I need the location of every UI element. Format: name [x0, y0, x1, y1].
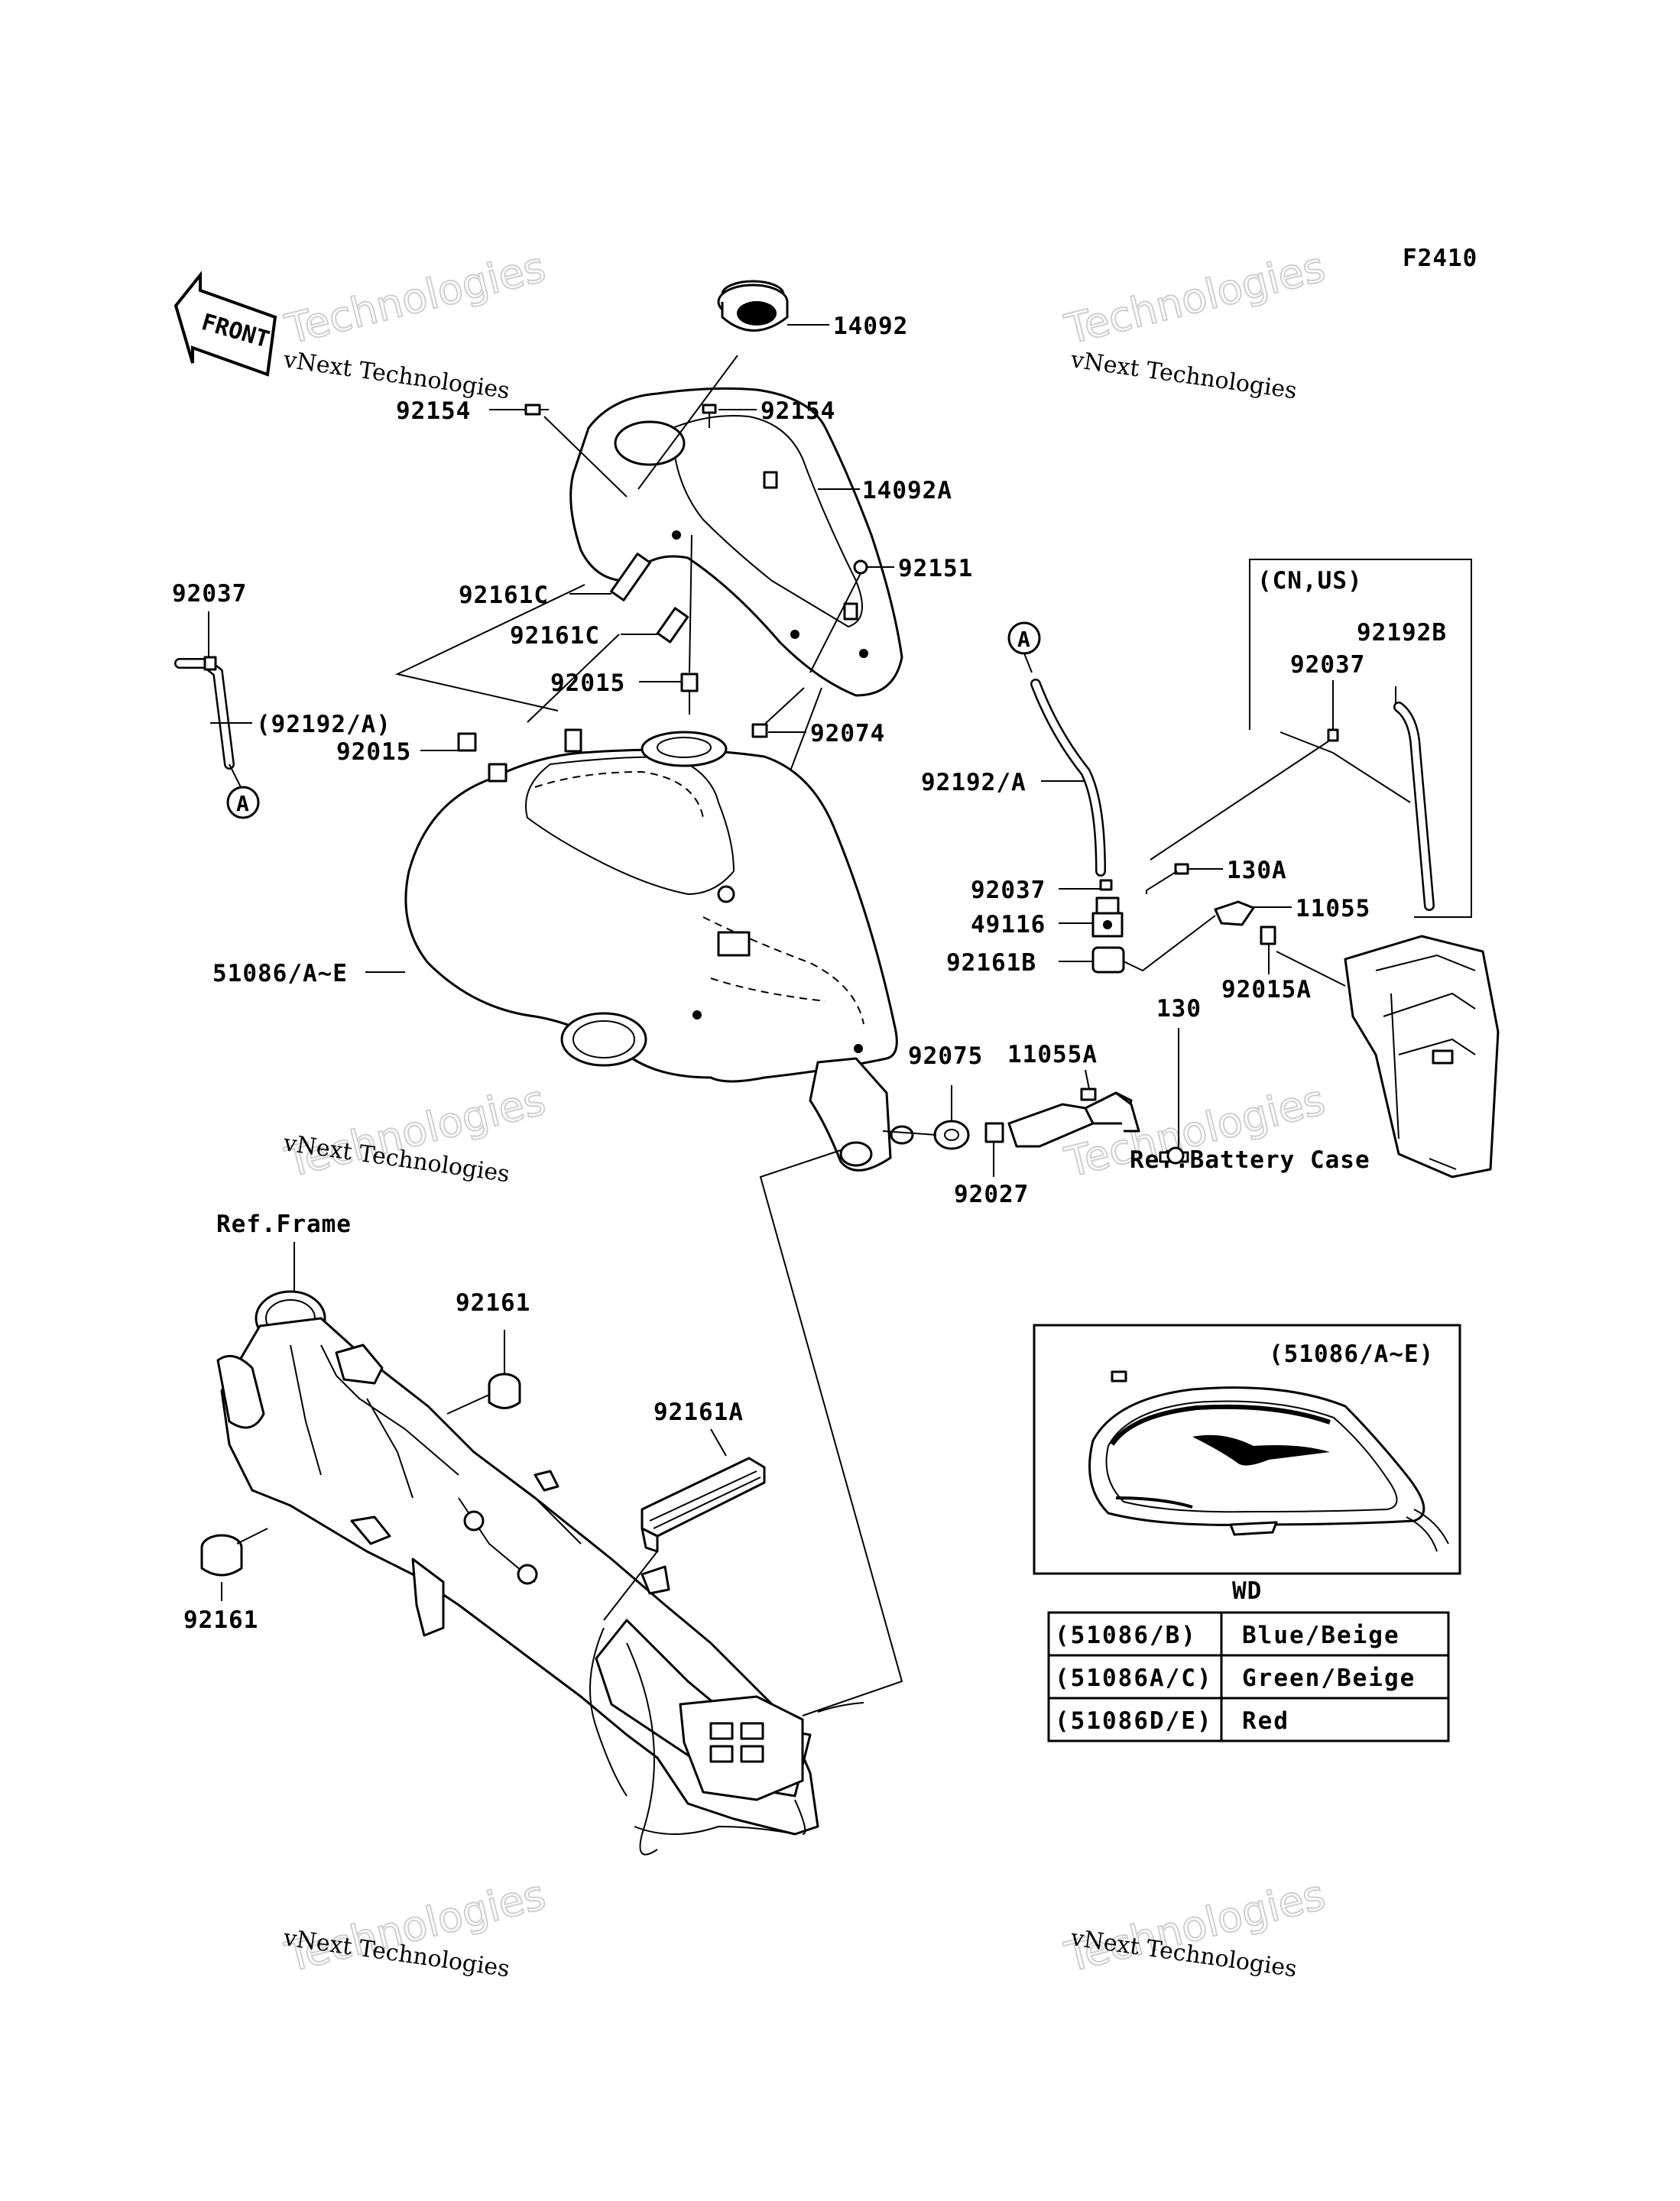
nut-92151 [853, 559, 868, 575]
svg-text:vNext Technologies: vNext Technologies [1069, 346, 1299, 404]
breather-hose-left [174, 656, 235, 770]
svg-text:A: A [236, 791, 249, 816]
label-92015-lower: 92015 [336, 738, 411, 766]
label-92075: 92075 [908, 1042, 983, 1070]
valve-49116 [1091, 896, 1124, 938]
pad-92161C-1 [610, 553, 651, 601]
label-92154-right: 92154 [761, 397, 835, 425]
label-92037-left: 92037 [172, 580, 247, 608]
label-wd: WD [1232, 1577, 1262, 1605]
table-row-1-color: Blue/Beige [1242, 1622, 1400, 1649]
damper-92161B [1091, 946, 1125, 974]
watermark-bottom-right: Technologies vNext Technologies [1059, 1870, 1331, 1983]
table-row-2-part: (51086A/C) [1055, 1665, 1213, 1692]
watermark-top-right: Technologies vNext Technologies [1059, 242, 1331, 405]
label-92037-right: 92037 [1290, 651, 1365, 679]
reference-a-right-icon: A [1007, 621, 1041, 655]
clamp-92037-mid [1099, 879, 1113, 891]
label-11055: 11055 [1296, 895, 1370, 922]
front-arrow-icon: FRONT [174, 271, 277, 377]
svg-text:A: A [1017, 627, 1030, 652]
label-92161A: 92161A [654, 1399, 744, 1426]
nut-92074 [751, 723, 768, 738]
label-14092: 14092 [833, 313, 908, 340]
pad-92161C-2 [656, 607, 689, 643]
cn-us-box: (CN,US) 92192B 92037 [1150, 559, 1472, 918]
label-92074: 92074 [810, 720, 885, 747]
damper-92075 [933, 1120, 970, 1150]
label-130A: 130A [1227, 857, 1287, 884]
grommet-92015-lower [457, 732, 477, 752]
inset-caption: (51086/A~E) [1269, 1340, 1434, 1368]
svg-text:Technologies: Technologies [281, 243, 550, 354]
label-92161C-1: 92161C [459, 582, 549, 609]
figure-code: F2410 [1403, 245, 1477, 272]
watermark-bottom-left: Technologies vNext Technologies [280, 1870, 551, 1983]
watermark-top-left: Technologies vNext Technologies [280, 242, 551, 405]
table-row-2-color: Green/Beige [1242, 1665, 1416, 1692]
inset-tank-box: (51086/A~E) [1033, 1324, 1461, 1575]
watermark-mid-left: Technologies vNext Technologies [280, 1075, 551, 1188]
table-row-1-part: (51086/B) [1055, 1622, 1197, 1649]
label-92015A: 92015A [1221, 976, 1312, 1003]
label-92161-top: 92161 [456, 1289, 530, 1317]
label-92027: 92027 [954, 1181, 1029, 1208]
fuel-tank [404, 728, 914, 1172]
color-table: (51086/B) Blue/Beige (51086A/C) Green/Be… [1047, 1611, 1450, 1742]
label-92037-mid: 92037 [971, 877, 1046, 904]
label-51086: 51086/A~E [212, 960, 348, 987]
label-14092A: 14092A [862, 477, 952, 504]
leader-14092-cap [637, 355, 738, 490]
label-92192A-paren: (92192/A) [256, 711, 391, 738]
bolt-130A [1174, 863, 1189, 875]
label-11055A: 11055A [1007, 1041, 1098, 1068]
breather-hose-right [1030, 679, 1106, 877]
label-ref-frame: Ref.Frame [216, 1211, 352, 1238]
table-row-3-part: (51086D/E) [1055, 1707, 1213, 1735]
label-92161-bottom: 92161 [183, 1606, 258, 1634]
label-92192A: 92192/A [921, 769, 1026, 796]
grommet-92015A [1260, 925, 1276, 945]
table-row-3-color: Red [1242, 1707, 1289, 1735]
label-cn-us: (CN,US) [1257, 567, 1363, 595]
grommet-92015-upper [680, 673, 699, 692]
collar-92027 [984, 1122, 1004, 1143]
svg-text:vNext Technologies: vNext Technologies [281, 346, 511, 404]
label-92192B: 92192B [1357, 619, 1447, 647]
rubber-92161A [641, 1457, 766, 1553]
bracket-11055 [1214, 900, 1255, 926]
damper-92161-bottom [200, 1534, 243, 1577]
label-49116: 49116 [971, 911, 1046, 938]
fuel-cap [717, 280, 789, 332]
label-92161C-2: 92161C [510, 622, 600, 650]
screw-92154-left [524, 404, 549, 416]
label-130: 130 [1156, 995, 1202, 1023]
bracket-11055A [1007, 1088, 1140, 1148]
svg-text:Technologies: Technologies [1060, 243, 1330, 354]
tank-cover [569, 387, 903, 697]
label-92161B: 92161B [946, 949, 1036, 977]
screw-92154-right [702, 404, 717, 428]
bolt-130 [1159, 1146, 1189, 1165]
label-92151: 92151 [898, 555, 973, 582]
label-92154-left: 92154 [396, 397, 471, 425]
damper-92161-top [488, 1373, 521, 1409]
frame [216, 1290, 864, 1856]
label-92015-upper: 92015 [550, 669, 625, 697]
battery-case [1344, 935, 1500, 1178]
reference-a-left-icon: A [226, 786, 260, 819]
